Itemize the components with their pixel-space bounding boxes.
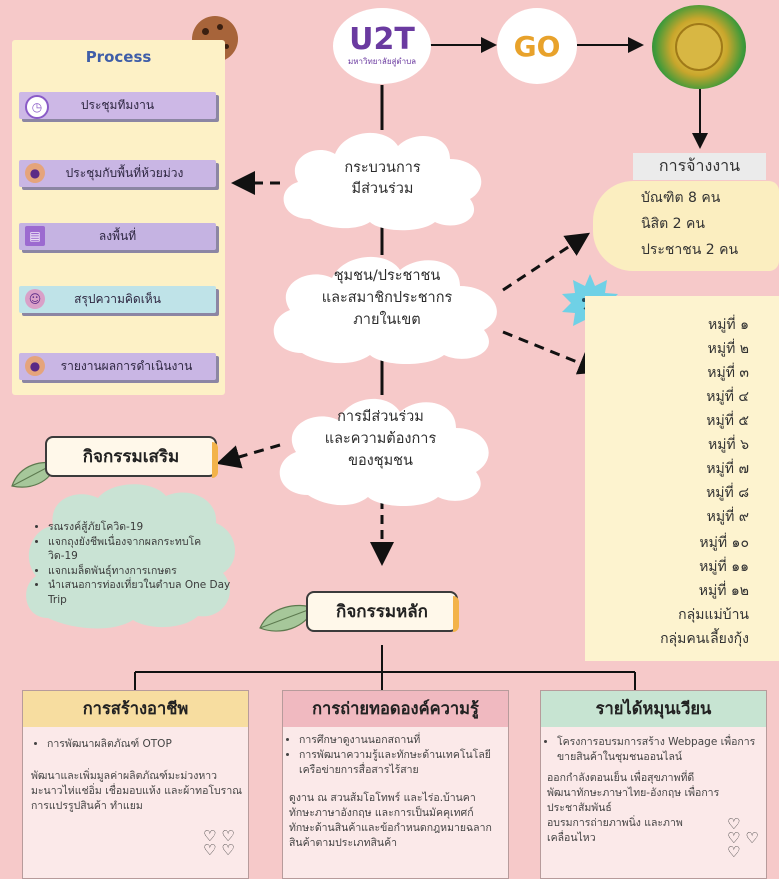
hearts-icon: ♡ ♡♡ ♡ [203, 827, 235, 859]
process-cloud [283, 132, 482, 231]
list-item: หมู่ที่ ๗ [706, 461, 749, 477]
career-box: การสร้างอาชีพ การพัฒนาผลิตภัณฑ์ OTOP พัฒ… [22, 690, 249, 879]
list-item: หมู่ที่ ๙ [706, 509, 749, 525]
needs-cloud-text: การมีส่วนร่วม และความต้องการ ของชุมชน [324, 409, 437, 469]
hiring-title: การจ้างงาน [633, 153, 766, 180]
clock-icon: ◷ [25, 95, 49, 119]
process-title: Process [85, 48, 152, 66]
list-item: หมู่ที่ ๒ [707, 341, 749, 357]
process-cloud-text: กระบวนการ มีส่วนร่วม [344, 160, 421, 197]
process-step-5: ● รายงานผลการดำเนินงาน [19, 353, 216, 380]
list-item: หมู่ที่ ๘ [706, 485, 749, 501]
list-item: หมู่ที่ ๕ [706, 413, 749, 429]
needs-cloud [279, 398, 489, 507]
list-item: หมู่ที่ ๑๐ [699, 535, 749, 551]
process-panel: Process ◷ ประชุมทีมงาน ● ประชุมกับพื้นที… [12, 40, 225, 395]
village-list: หมู่ที่ ๑ หมู่ที่ ๒ หมู่ที่ ๓ หมู่ที่ ๔ … [585, 296, 779, 661]
hearts-icon: ♡♡ ♡♡ [727, 815, 759, 861]
main-activities-card: กิจกรรมหลัก [306, 591, 458, 632]
career-title: การสร้างอาชีพ [23, 691, 248, 727]
community-cloud-text: ชุมชน/ประชาชน และสมาชิกประชากร ภายในเขต [321, 268, 453, 328]
person-icon: ● [25, 163, 45, 183]
extra-activities-cloud [26, 484, 235, 629]
process-step-4: ☺ สรุปความคิดเห็น [19, 286, 216, 313]
presenter-icon: ▤ [25, 226, 45, 246]
income-title: รายได้หมุนเวียน [541, 691, 766, 727]
income-box: รายได้หมุนเวียน โครงการอบรมการสร้าง Webp… [540, 690, 767, 879]
list-item: หมู่ที่ ๔ [706, 389, 749, 405]
knowledge-title: การถ่ายทอดองค์ความรู้ [283, 691, 508, 727]
list-item: หมู่ที่ ๑๑ [699, 559, 749, 575]
list-item: กลุ่มแม่บ้าน [678, 607, 749, 623]
list-item: หมู่ที่ ๑๒ [698, 583, 749, 599]
process-step-2: ● ประชุมกับพื้นที่ห้วยม่วง [19, 160, 216, 187]
people-icon: ☺ [25, 289, 45, 309]
process-step-1: ◷ ประชุมทีมงาน [19, 92, 216, 119]
list-item: หมู่ที่ ๖ [707, 437, 749, 453]
u2t-logo: U2T มหาวิทยาลัยสู่ตำบล [333, 8, 431, 84]
list-item: หมู่ที่ ๓ [707, 365, 749, 381]
extra-activities-list: รณรงค์สู้ภัยโควิด-19 แจกถุงยังชีพเนื่องจ… [36, 520, 231, 607]
list-item: หมู่ที่ ๑ [707, 317, 749, 333]
university-seal-icon [652, 5, 746, 89]
knowledge-box: การถ่ายทอดองค์ความรู้ การศึกษาดูงานนอกสถ… [282, 690, 509, 879]
card-accent [212, 442, 218, 478]
list-item: กลุ่มคนเลี้ยงกุ้ง [660, 631, 749, 647]
hiring-box: บัณฑิต 8 คน นิสิต 2 คน ประชาชน 2 คน [593, 181, 779, 271]
community-cloud [273, 256, 497, 365]
worker-icon: ● [25, 356, 45, 376]
card-accent [453, 596, 459, 632]
extra-activities-card: กิจกรรมเสริม [45, 436, 217, 477]
go-logo: GO [497, 8, 577, 84]
process-step-3: ▤ ลงพื้นที่ [19, 223, 216, 250]
